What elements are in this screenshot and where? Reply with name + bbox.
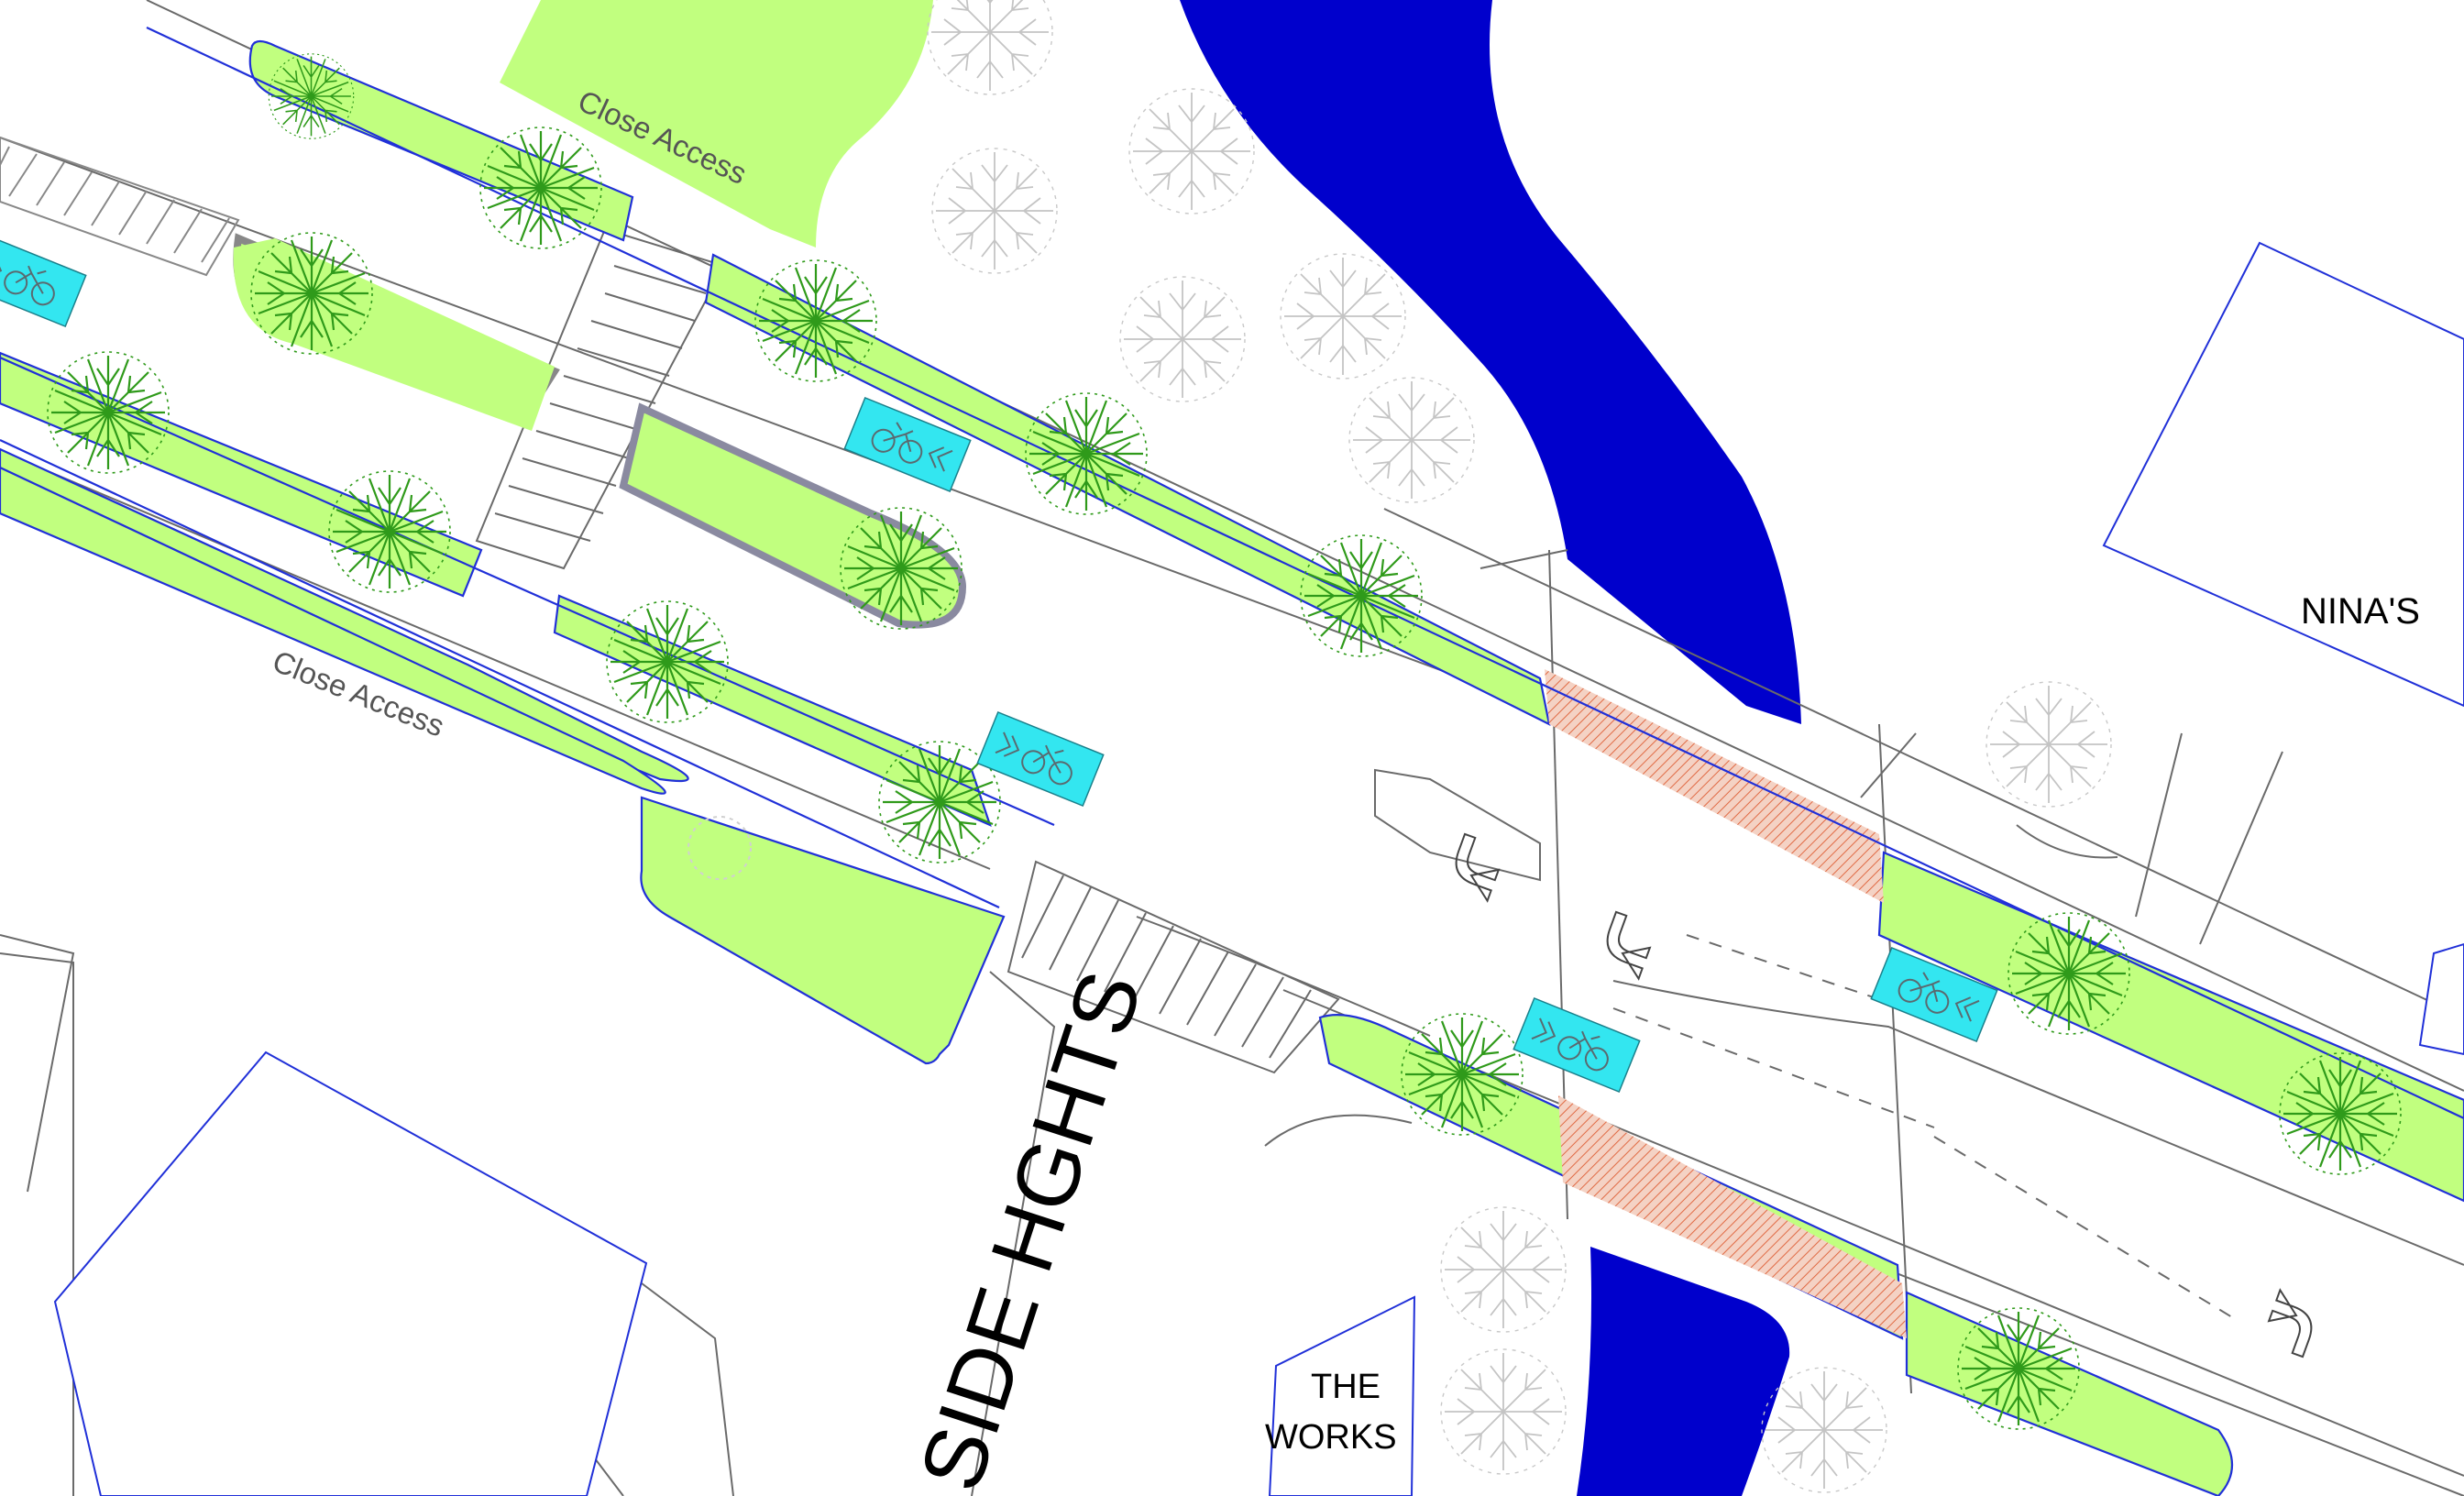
river-south [1577, 1247, 1790, 1496]
tree-icon [478, 126, 603, 250]
turn-arrow-icon [2260, 1289, 2323, 1358]
open-space-north [500, 0, 933, 248]
tree-icon [1440, 1348, 1567, 1475]
tree-icon [605, 600, 730, 724]
tree-icon [1440, 1206, 1567, 1333]
bicycle-lane-icon [0, 231, 87, 328]
tree-icon [1280, 253, 1406, 380]
tree-icon [927, 0, 1053, 95]
label-ninas: NINA'S [2301, 591, 2420, 632]
tree-icon [688, 816, 752, 880]
toucan-crossing-south [1558, 1095, 1907, 1338]
building-ninas [2102, 241, 2464, 708]
pedestrian-crossing-south [1006, 860, 1340, 1074]
label-works: WORKS [1265, 1418, 1397, 1457]
label-the: THE [1311, 1368, 1380, 1406]
tree-icon [1986, 681, 2112, 808]
toucan-crossing-north [1545, 669, 1884, 903]
tree-icon [1348, 377, 1475, 503]
turn-arrow-icon [1445, 832, 1508, 902]
tree-icon [1128, 88, 1255, 214]
tree-icon [931, 148, 1058, 274]
building-southwest [53, 1050, 648, 1496]
tree-icon [1761, 1367, 1887, 1493]
lane-markings [1612, 934, 2238, 1321]
trees-existing [688, 0, 2112, 1493]
hatched-island [0, 136, 240, 277]
river-north [1180, 0, 1801, 724]
tree-icon [268, 53, 355, 139]
pedestrian-crossing-north [475, 227, 726, 570]
tree-icon [1119, 276, 1246, 402]
turn-arrow-icon [1596, 910, 1659, 980]
bicycle-lane-icon [1512, 996, 1641, 1094]
building-the-works [1268, 1295, 1416, 1496]
bicycle-lane-icon [976, 710, 1105, 808]
buildings [53, 241, 2464, 1496]
